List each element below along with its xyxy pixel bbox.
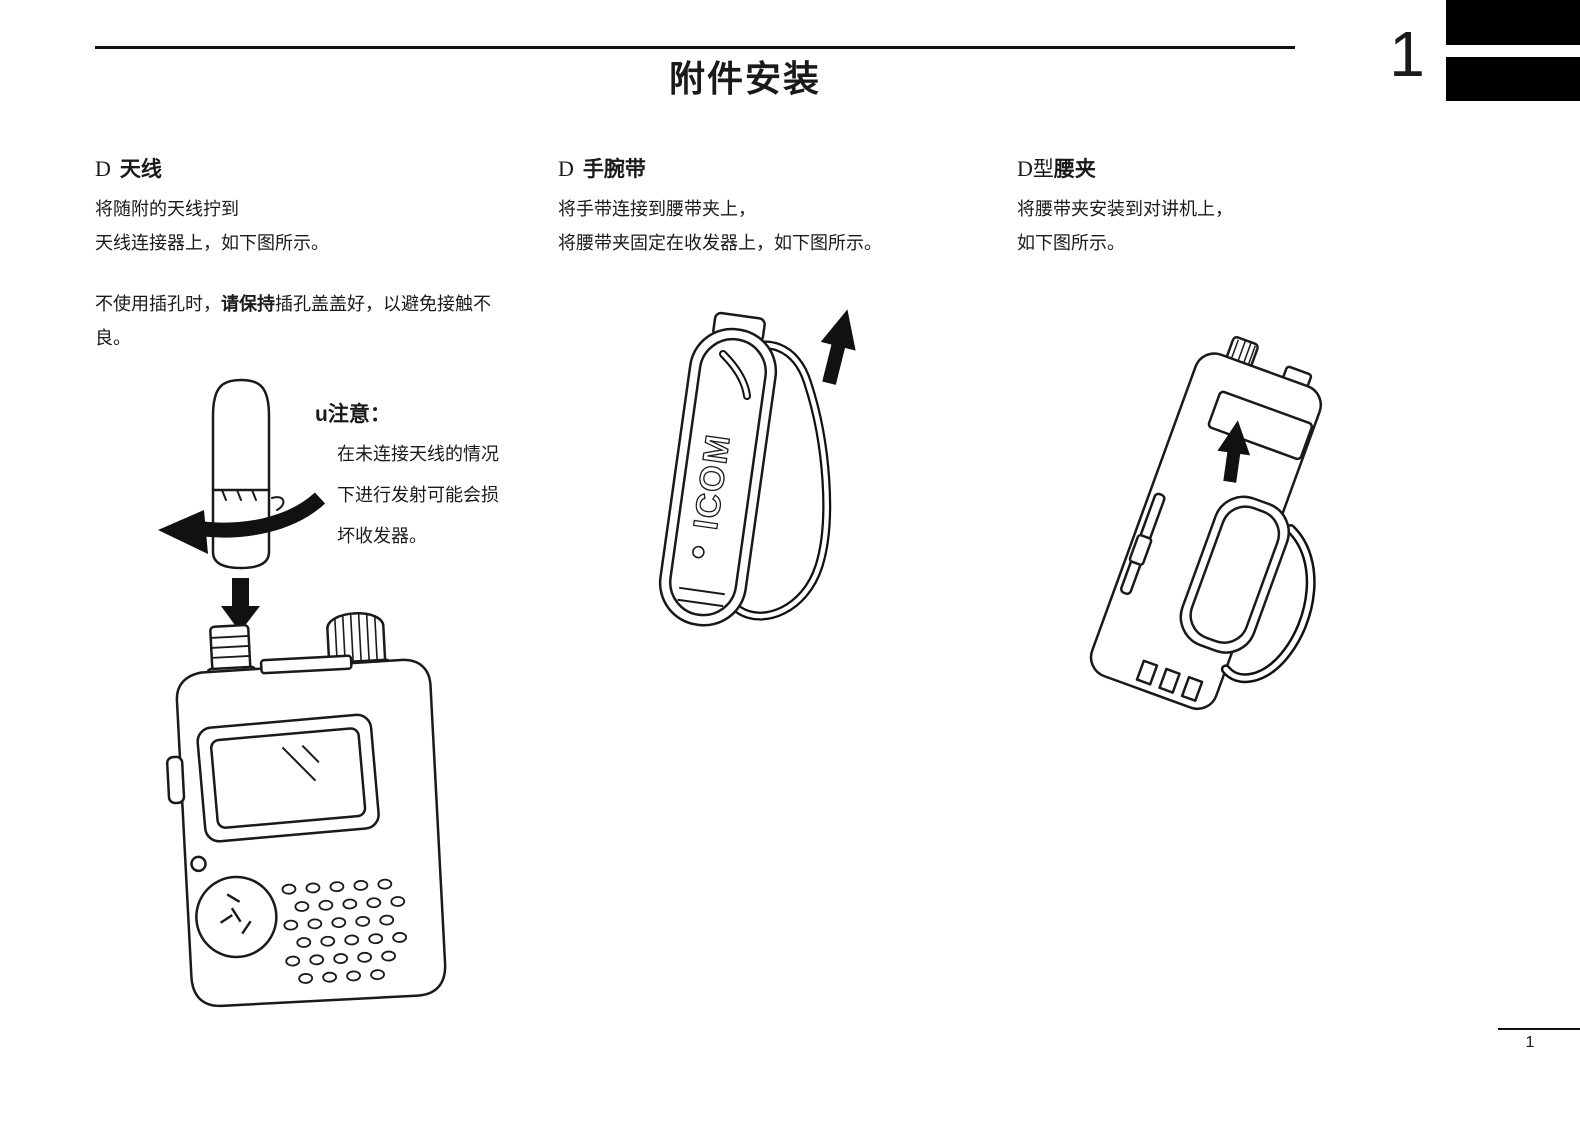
battery-latch [1207,390,1314,461]
handstrap-illustration: ICOM [635,292,880,667]
caution-pre: 不使用插孔时， [95,294,221,314]
speaker-grill [281,878,408,984]
caution-note-line2: 下进行发射可能会损 [337,485,499,505]
footer-rule [1498,1028,1580,1030]
beltclip-heading-prefix: 型 [1032,158,1054,181]
antenna-part [211,378,285,570]
handstrap-line1: 将手带连接到腰带夹上， [558,199,756,219]
chapter-tab-top-bar [1446,0,1580,45]
beltclip-line1: 将腰带夹安装到对讲机上， [1017,199,1233,219]
up-arrow-icon [820,309,856,385]
antenna-heading-text: 天线 [119,158,162,181]
section-marker: D [558,156,574,181]
antenna-caution-line2: 良。 [95,328,131,348]
handstrap-illustration-svg: ICOM [658,309,856,627]
beltclip-heading: D型腰夹 [1017,156,1447,183]
antenna-illustration [140,372,480,1022]
contact-1 [1135,659,1159,686]
contact-2 [1158,667,1181,694]
caution-note-heading: u注意： [315,403,391,426]
chapter-number: 1 [1389,18,1425,90]
antenna-section: D 天线 将随附的天线拧到 天线连接器上，如下图所示。 不使用插孔时，请保持插孔盖… [95,156,535,355]
antenna-line2: 天线连接器上，如下图所示。 [95,233,329,253]
caution-note-line1: 在未连接天线的情况 [337,444,499,464]
beltclip-illustration-svg [1089,336,1323,711]
antenna-illustration-svg [158,378,447,1008]
beltclip-illustration [1075,320,1365,730]
antenna-heading: D 天线 [95,156,535,183]
belt-clip-body [658,311,778,627]
section-marker: D [95,156,111,181]
rotate-arrow-icon [158,492,326,554]
up-arrow-icon [1217,420,1251,483]
contact-3 [1180,675,1204,703]
beltclip-heading-text: 腰夹 [1053,158,1096,181]
down-arrow-icon [221,578,260,632]
antenna-caution-line1: 不使用插孔时，请保持插孔盖盖好，以避免接触不 [95,287,535,321]
handstrap-heading-text: 手腕带 [582,158,646,181]
section-marker: D [1017,156,1033,181]
beltclip-section: D型腰夹 将腰带夹安装到对讲机上， 如下图所示。 [1017,156,1447,260]
page-number: 1 [1525,1034,1535,1051]
transceiver-back [1089,336,1323,711]
transceiver-front [165,612,447,1008]
chapter-tab-bottom-bar [1446,57,1580,101]
cord-knot [719,350,751,400]
caution-note: u注意： 在未连接天线的情况 下进行发射可能会损 坏收发器。 [315,398,545,557]
side-slider [1128,533,1153,566]
antenna-line1: 将随附的天线拧到 [95,199,239,219]
caution-bold: 请保持 [221,294,275,314]
caution-note-line3: 坏收发器。 [337,526,427,546]
page-title: 附件安装 [668,58,821,99]
caution-post: 插孔盖盖好，以避免接触不 [275,294,491,314]
belt-clip [1179,495,1316,684]
handstrap-section: D 手腕带 将手带连接到腰带夹上， 将腰带夹固定在收发器上，如下图所示。 [558,156,1008,260]
handstrap-line2: 将腰带夹固定在收发器上，如下图所示。 [558,233,882,253]
header-rule [95,46,1295,49]
beltclip-line2: 如下图所示。 [1017,233,1125,253]
handstrap-heading: D 手腕带 [558,156,1008,183]
